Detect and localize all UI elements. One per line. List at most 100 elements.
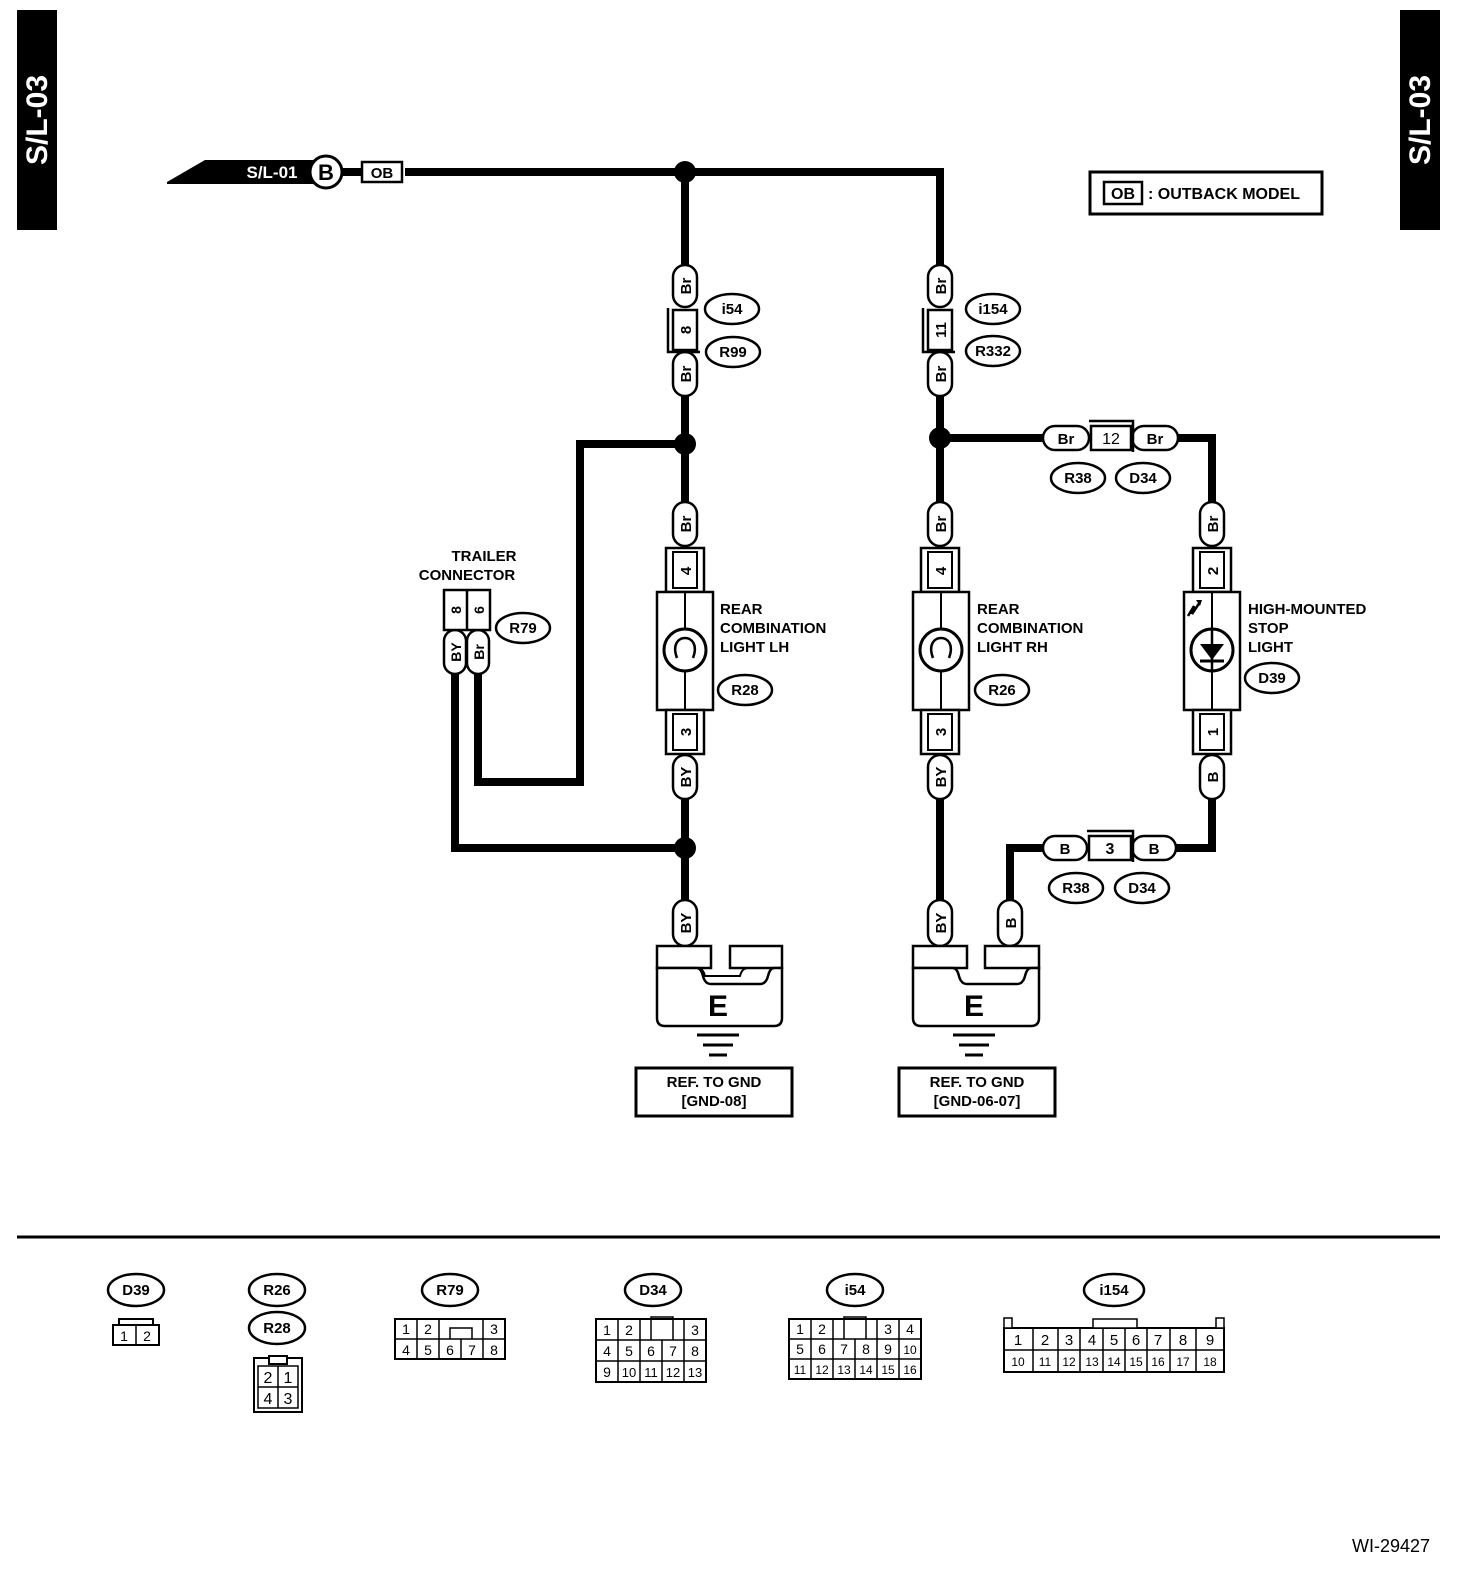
svg-text:6: 6: [1132, 1332, 1140, 1349]
wires: [405, 168, 1216, 905]
wire-labels: Br Br Br BY BY Br Br Br: [442, 263, 1226, 948]
wire-label-by-r1: BY: [926, 753, 954, 801]
legend-box: OB : OUTBACK MODEL: [1088, 170, 1324, 216]
svg-text:Br: Br: [678, 516, 695, 533]
svg-text:8: 8: [1179, 1332, 1187, 1349]
trailer-label-1: TRAILER: [452, 548, 517, 565]
junction-left-low: [674, 837, 696, 859]
wire-stop-ground: [1006, 844, 1045, 900]
oval-r26: R26: [973, 673, 1031, 707]
wire-label-by-r2: BY: [926, 898, 954, 948]
svg-text:B: B: [1149, 841, 1160, 858]
wire-label-b-s3: B: [996, 898, 1024, 948]
oval-r79: R79: [494, 611, 552, 645]
svg-text:1: 1: [120, 1328, 128, 1344]
view-oval-d39: D39: [106, 1272, 166, 1308]
inline-connector-i154: 11: [921, 308, 955, 354]
svg-text:R28: R28: [731, 682, 759, 699]
view-oval-r28: R28: [247, 1310, 307, 1346]
svg-text:10: 10: [622, 1365, 636, 1380]
view-oval-i154: i154: [1082, 1272, 1146, 1308]
svg-text:1: 1: [284, 1370, 293, 1387]
svg-text:6: 6: [647, 1343, 655, 1359]
svg-text:12: 12: [815, 1363, 829, 1377]
trailer-pin-a: 8: [448, 606, 464, 614]
svg-text:REF. TO GND: REF. TO GND: [667, 1074, 762, 1091]
svg-text:15: 15: [881, 1363, 895, 1377]
svg-text:Br: Br: [933, 366, 950, 383]
oval-r332: R332: [964, 334, 1022, 368]
svg-text:Br: Br: [678, 366, 695, 383]
svg-text:5: 5: [796, 1341, 804, 1357]
svg-text:R38: R38: [1062, 880, 1090, 897]
svg-text:LIGHT: LIGHT: [1248, 639, 1293, 656]
page-code-tab-left: S/L-03: [17, 10, 57, 230]
inline-connector-d34-top: 12: [1089, 419, 1135, 452]
svg-text:2: 2: [818, 1321, 826, 1337]
wire-label-br-h2: Br: [1130, 424, 1180, 452]
svg-text:7: 7: [468, 1342, 476, 1358]
svg-text:i154: i154: [978, 301, 1008, 318]
svg-text:REAR: REAR: [720, 601, 763, 618]
page-code-tab-right: S/L-03: [1400, 10, 1440, 230]
legend-text: : OUTBACK MODEL: [1148, 186, 1300, 203]
svg-text:1: 1: [603, 1322, 611, 1338]
svg-text:3: 3: [1065, 1332, 1073, 1349]
svg-text:R79: R79: [436, 1282, 464, 1299]
svg-text:17: 17: [1176, 1355, 1190, 1369]
svg-text:13: 13: [1085, 1355, 1099, 1369]
svg-text:R79: R79: [509, 620, 537, 637]
svg-text:9: 9: [603, 1364, 611, 1380]
svg-text:13: 13: [688, 1365, 702, 1380]
wire-trailer-br: [474, 440, 685, 786]
source-tag: OB: [371, 165, 394, 182]
view-oval-r26: R26: [247, 1272, 307, 1308]
svg-text:8: 8: [490, 1342, 498, 1358]
i154-pin: 11: [933, 322, 950, 338]
connector-views: D39 R26 R28 R79 D34 i54 i154 1 2: [106, 1272, 1225, 1413]
svg-text:R332: R332: [975, 343, 1011, 360]
svg-text:7: 7: [669, 1343, 677, 1359]
svg-text:1: 1: [1014, 1332, 1022, 1349]
ground-lh-symbol: E: [708, 990, 728, 1023]
svg-text:D34: D34: [639, 1282, 667, 1299]
svg-text:[GND-08]: [GND-08]: [681, 1093, 746, 1110]
junction-top: [674, 161, 696, 183]
svg-text:15: 15: [1129, 1355, 1143, 1369]
svg-text:4: 4: [264, 1391, 273, 1408]
svg-text:4: 4: [678, 566, 695, 575]
svg-text:BY: BY: [678, 767, 695, 788]
svg-text:16: 16: [903, 1363, 917, 1377]
svg-text:i54: i54: [722, 301, 744, 318]
svg-text:i54: i54: [845, 1282, 867, 1299]
svg-text:B: B: [1003, 917, 1020, 928]
svg-text:2: 2: [143, 1328, 151, 1344]
junction-right-mid: [929, 427, 951, 449]
wire-label-by-trailer: BY: [442, 628, 468, 676]
svg-text:R99: R99: [719, 344, 747, 361]
svg-text:7: 7: [840, 1341, 848, 1357]
wire-label-br-l2: Br: [671, 350, 699, 398]
trailer-label-2: CONNECTOR: [419, 567, 516, 584]
source-circle-letter: B: [318, 160, 334, 185]
svg-text:[GND-06-07]: [GND-06-07]: [934, 1093, 1021, 1110]
svg-text:REF. TO GND: REF. TO GND: [930, 1074, 1025, 1091]
svg-text:9: 9: [884, 1341, 892, 1357]
bulb-icon: [918, 627, 964, 673]
rear-combination-light-lh: 4 3 REAR COMBINATION LIGHT LH: [655, 546, 826, 756]
page-code-left: S/L-03: [21, 75, 54, 165]
svg-text:4: 4: [906, 1321, 914, 1337]
svg-text:BY: BY: [448, 642, 464, 662]
wire-top-bus: [405, 168, 944, 268]
ground-rh: E REF. TO GND [GND-06-07]: [897, 944, 1057, 1118]
svg-text:6: 6: [818, 1341, 826, 1357]
wire-label-br-l3: Br: [671, 500, 699, 548]
wire-stop-top-b: [1175, 434, 1216, 505]
high-mounted-stop-light: 2 1 HIGH-MOUNTED STOP LIGHT: [1182, 546, 1366, 756]
wire-stop-bottom: [1175, 797, 1216, 852]
svg-text:2: 2: [264, 1370, 273, 1387]
svg-text:Br: Br: [678, 278, 695, 295]
inline-connector-d34-bottom: 3: [1087, 829, 1135, 862]
svg-text:COMBINATION: COMBINATION: [977, 620, 1083, 637]
oval-r99: R99: [704, 335, 762, 369]
